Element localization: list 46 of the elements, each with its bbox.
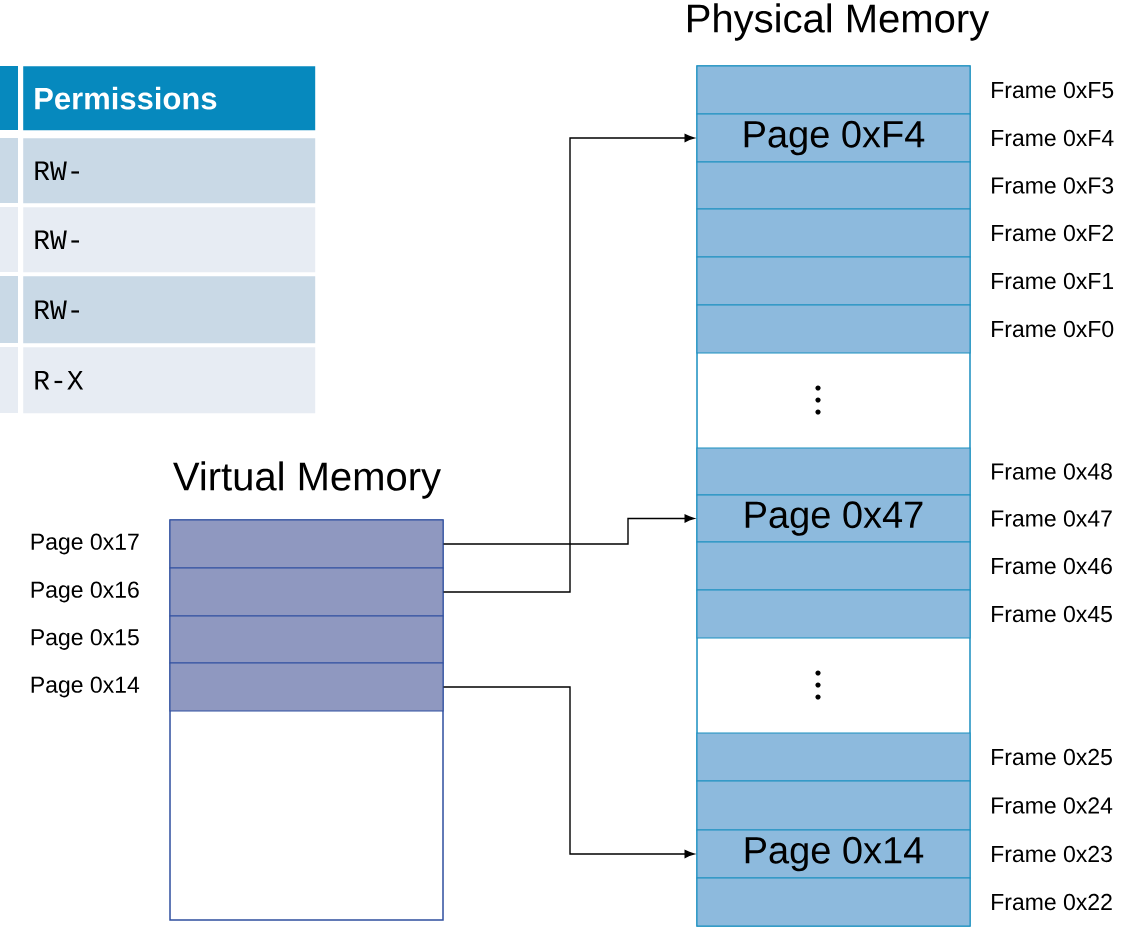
memory-row <box>169 662 444 712</box>
page-frame-row: Page 0x14 <box>696 829 971 879</box>
table-cell: RW- <box>23 207 316 273</box>
page-label: Page 0x14 <box>31 676 140 698</box>
frame-label: Frame 0x47 <box>992 510 1112 527</box>
arrow <box>442 134 695 593</box>
page-label: Page 0x16 <box>31 581 139 603</box>
table-header-cell: Permissions <box>23 66 316 131</box>
arrow <box>442 514 695 545</box>
memory-row <box>696 589 971 639</box>
frame-label: Frame 0x25 <box>992 748 1112 766</box>
node-label: Virtual Memory <box>173 461 441 499</box>
page-label: Page 0x15 <box>31 629 139 650</box>
frame-label: Frame 0x22 <box>992 893 1112 911</box>
memory-row <box>696 304 971 354</box>
memory-row <box>696 208 971 258</box>
frame-label: Frame 0xF0 <box>992 320 1114 338</box>
frame-label: Frame 0x48 <box>992 463 1112 480</box>
page-frame-row: Page 0xF4 <box>696 113 971 163</box>
memory-row <box>696 732 971 782</box>
memory-row <box>696 447 971 496</box>
memory-row <box>696 256 971 306</box>
memory-row <box>696 541 971 591</box>
frame-label: Frame 0xF3 <box>992 177 1114 194</box>
arrow <box>442 686 695 858</box>
frame-label: Frame 0x23 <box>992 845 1112 863</box>
table-cell: RW- <box>23 138 316 204</box>
memory-row <box>169 615 444 664</box>
memory-row <box>169 519 444 569</box>
frame-label: Frame 0x24 <box>992 797 1113 814</box>
frame-label: Frame 0x45 <box>992 605 1112 623</box>
page-label: Page 0x17 <box>31 533 139 555</box>
frame-label: Frame 0xF5 <box>992 81 1114 99</box>
memory-row <box>696 780 971 831</box>
table-cell: RW- <box>23 276 316 344</box>
frame-label: Frame 0xF1 <box>992 272 1114 290</box>
frame-label: Frame 0x46 <box>992 557 1112 575</box>
table-cell: R-X <box>23 347 316 414</box>
memory-row <box>696 65 971 115</box>
frame-label: Frame 0xF2 <box>992 224 1113 242</box>
memory-row <box>696 877 971 927</box>
memory-row <box>169 567 444 617</box>
frame-label: Frame 0xF4 <box>992 129 1114 147</box>
memory-row <box>696 161 971 210</box>
page-frame-row: Page 0x47 <box>696 494 971 543</box>
node-label: Physical Memory <box>688 3 990 41</box>
